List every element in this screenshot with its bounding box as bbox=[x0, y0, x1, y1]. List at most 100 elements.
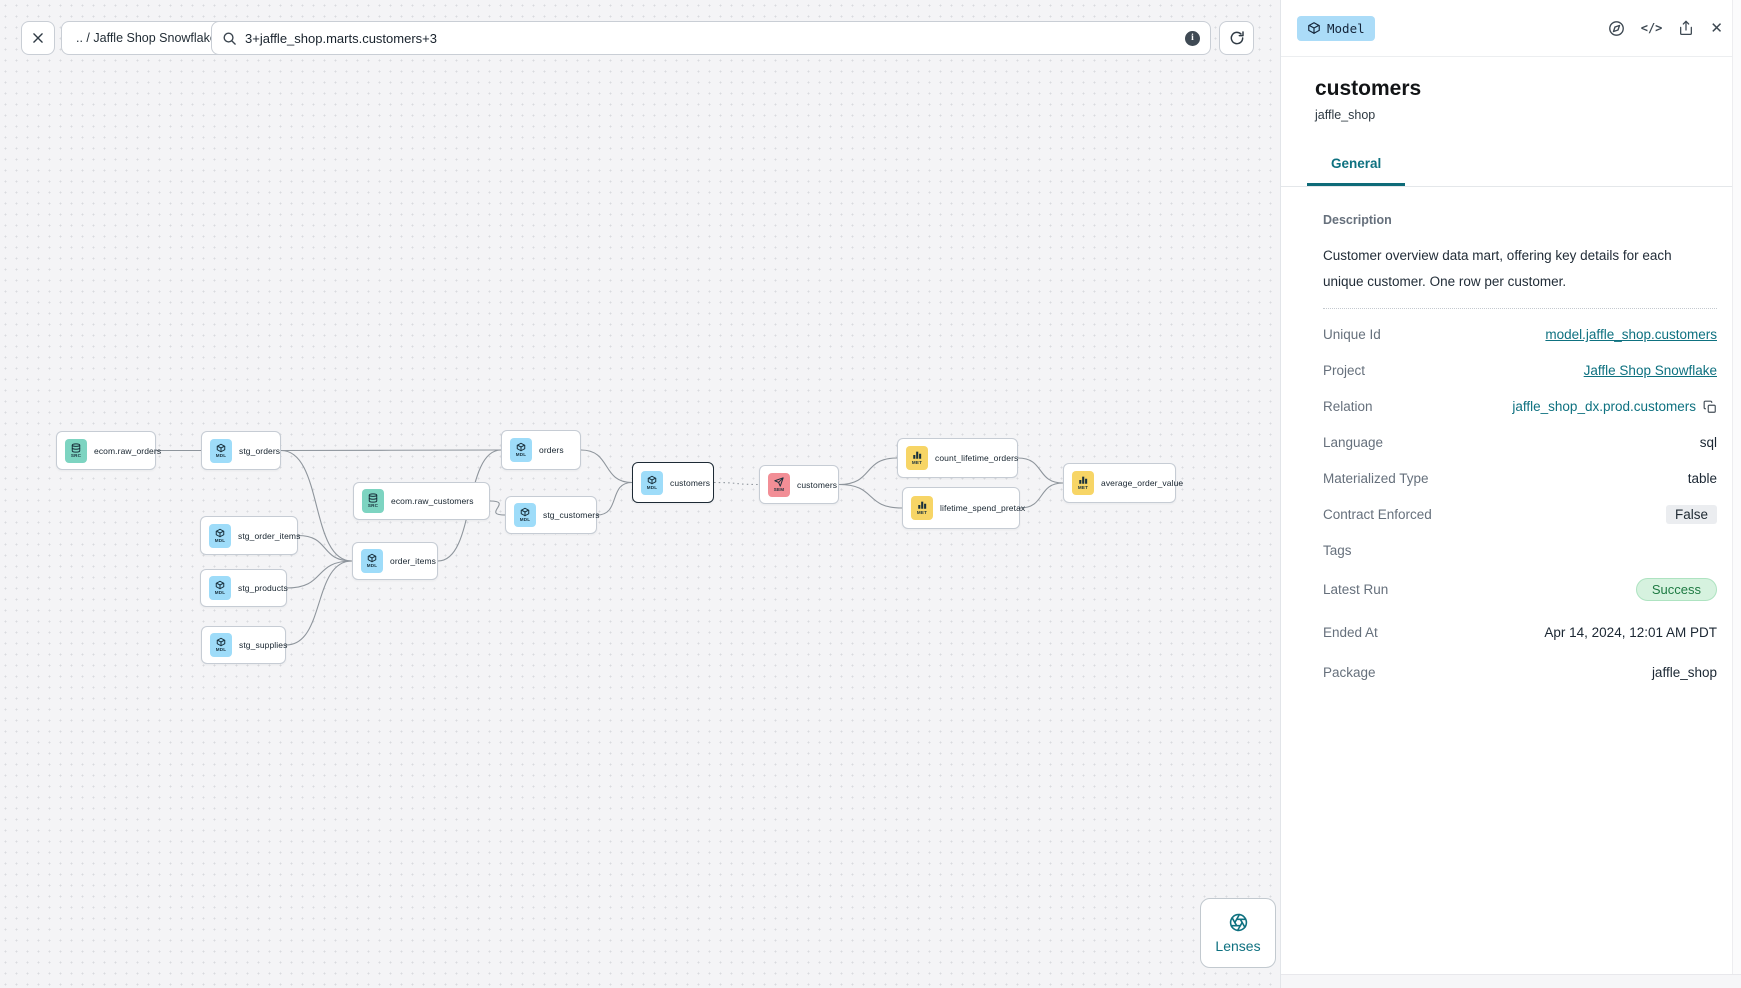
model-type-badge: Model bbox=[1297, 15, 1375, 41]
panel-scrollbar[interactable] bbox=[1732, 0, 1741, 974]
field-value: False bbox=[1665, 505, 1717, 525]
field-row-relation: Relation jaffle_shop_dx.prod.customers bbox=[1323, 389, 1717, 425]
field-label: Language bbox=[1323, 435, 1384, 451]
field-label: Relation bbox=[1323, 399, 1373, 415]
graph-node-raw_orders[interactable]: SRC ecom.raw_orders bbox=[56, 431, 161, 470]
field-row-package: Package jaffle_shop bbox=[1323, 655, 1717, 691]
cube-icon: MDL bbox=[210, 633, 232, 657]
node-label: customers bbox=[670, 477, 711, 488]
database-icon: SRC bbox=[362, 489, 384, 513]
bar-chart-icon: MET bbox=[906, 446, 928, 470]
page-title: customers bbox=[1315, 77, 1422, 100]
node-label: order_items bbox=[390, 556, 436, 566]
graph-node-customers[interactable]: MDL customers bbox=[632, 462, 714, 503]
lineage-search[interactable]: i bbox=[211, 21, 1211, 55]
compass-icon[interactable] bbox=[1608, 20, 1625, 37]
cube-icon: MDL bbox=[641, 470, 663, 495]
graph-node-count_lifetime_orders[interactable]: MET count_lifetime_orders bbox=[897, 438, 1018, 478]
node-label: stg_customers bbox=[543, 510, 600, 520]
field-label: Contract Enforced bbox=[1323, 507, 1432, 523]
field-value: jaffle_shop_dx.prod.customers bbox=[1512, 399, 1717, 414]
search-input[interactable] bbox=[245, 30, 1177, 46]
field-label: Unique Id bbox=[1323, 327, 1381, 343]
field-row-contract-enforced: Contract Enforced False bbox=[1323, 497, 1717, 533]
refresh-icon bbox=[1230, 31, 1244, 45]
aperture-icon bbox=[1229, 913, 1247, 931]
breadcrumb-label: .. / Jaffle Shop Snowflake bbox=[76, 31, 217, 45]
divider bbox=[1323, 307, 1717, 309]
graph-node-customers_sem[interactable]: SEM customers bbox=[759, 465, 839, 504]
node-label: stg_orders bbox=[239, 445, 281, 456]
model-type-badge-label: Model bbox=[1327, 20, 1365, 36]
node-label: stg_supplies bbox=[239, 640, 288, 650]
info-icon[interactable]: i bbox=[1185, 30, 1200, 46]
cube-icon: MDL bbox=[361, 549, 383, 573]
cube-icon: MDL bbox=[209, 523, 231, 548]
close-lineage-button[interactable] bbox=[21, 21, 55, 55]
panel-tabs: General bbox=[1281, 146, 1741, 187]
field-value-link[interactable]: Jaffle Shop Snowflake bbox=[1583, 363, 1717, 379]
graph-node-average_order_value[interactable]: MET average_order_value bbox=[1063, 463, 1183, 503]
graph-node-order_items[interactable]: MDL order_items bbox=[352, 542, 438, 580]
relation-value: jaffle_shop_dx.prod.customers bbox=[1512, 399, 1696, 415]
tab-general[interactable]: General bbox=[1307, 146, 1406, 186]
lenses-label: Lenses bbox=[1215, 937, 1261, 954]
breadcrumb[interactable]: .. / Jaffle Shop Snowflake bbox=[61, 21, 232, 55]
field-label: Project bbox=[1323, 363, 1366, 379]
refresh-button[interactable] bbox=[1219, 21, 1254, 55]
field-value: table bbox=[1687, 471, 1717, 487]
close-panel-icon[interactable]: ✕ bbox=[1710, 20, 1723, 37]
field-value-link[interactable]: model.jaffle_shop.customers bbox=[1545, 327, 1717, 343]
cube-icon: MDL bbox=[209, 576, 231, 600]
bar-chart-icon: MET bbox=[1072, 471, 1094, 495]
graph-node-stg_products[interactable]: MDL stg_products bbox=[200, 569, 288, 607]
panel-footer bbox=[1281, 974, 1741, 988]
node-label: customers bbox=[797, 479, 838, 490]
lenses-button[interactable]: Lenses bbox=[1200, 898, 1276, 968]
panel-header: Model </> ✕ bbox=[1281, 0, 1741, 57]
field-label: Materialized Type bbox=[1323, 471, 1429, 487]
close-icon bbox=[33, 33, 43, 43]
field-value: model.jaffle_shop.customers bbox=[1545, 327, 1717, 342]
search-icon bbox=[223, 32, 236, 45]
send-icon: SEM bbox=[768, 472, 790, 497]
node-label: stg_order_items bbox=[238, 530, 301, 541]
panel-body: Description Customer overview data mart,… bbox=[1281, 187, 1741, 691]
description-text: Customer overview data mart, offering ke… bbox=[1323, 248, 1672, 290]
field-row-unique-id: Unique Id model.jaffle_shop.customers bbox=[1323, 317, 1717, 353]
panel-header-actions: </> ✕ bbox=[1608, 19, 1723, 37]
database-icon: SRC bbox=[65, 438, 87, 463]
field-label: Ended At bbox=[1323, 625, 1378, 641]
graph-node-stg_customers[interactable]: MDL stg_customers bbox=[505, 496, 600, 534]
node-label: average_order_value bbox=[1101, 478, 1184, 488]
copy-icon[interactable] bbox=[1703, 400, 1717, 414]
panel-title-block: customers jaffle_shop bbox=[1281, 57, 1741, 122]
details-panel: Model </> ✕ customers jaffle_shop Genera… bbox=[1280, 0, 1741, 988]
node-label: lifetime_spend_pretax bbox=[940, 503, 1026, 513]
code-icon[interactable]: </> bbox=[1640, 21, 1663, 35]
cube-icon bbox=[1308, 22, 1320, 34]
field-row-project: Project Jaffle Shop Snowflake bbox=[1323, 353, 1717, 389]
graph-node-stg_supplies[interactable]: MDL stg_supplies bbox=[201, 626, 288, 664]
cube-icon: MDL bbox=[510, 438, 532, 462]
node-label: count_lifetime_orders bbox=[935, 453, 1019, 463]
field-label: Tags bbox=[1323, 543, 1352, 559]
field-value: jaffle_shop bbox=[1651, 665, 1717, 681]
node-label: stg_products bbox=[238, 583, 288, 593]
graph-node-stg_order_items[interactable]: MDL stg_order_items bbox=[200, 516, 301, 555]
field-row-tags: Tags bbox=[1323, 533, 1717, 569]
field-row-materialized-type: Materialized Type table bbox=[1323, 461, 1717, 497]
cube-icon: MDL bbox=[514, 503, 536, 527]
node-label: ecom.raw_orders bbox=[94, 445, 162, 456]
field-label: Package bbox=[1323, 665, 1376, 681]
share-icon[interactable] bbox=[1678, 20, 1694, 36]
